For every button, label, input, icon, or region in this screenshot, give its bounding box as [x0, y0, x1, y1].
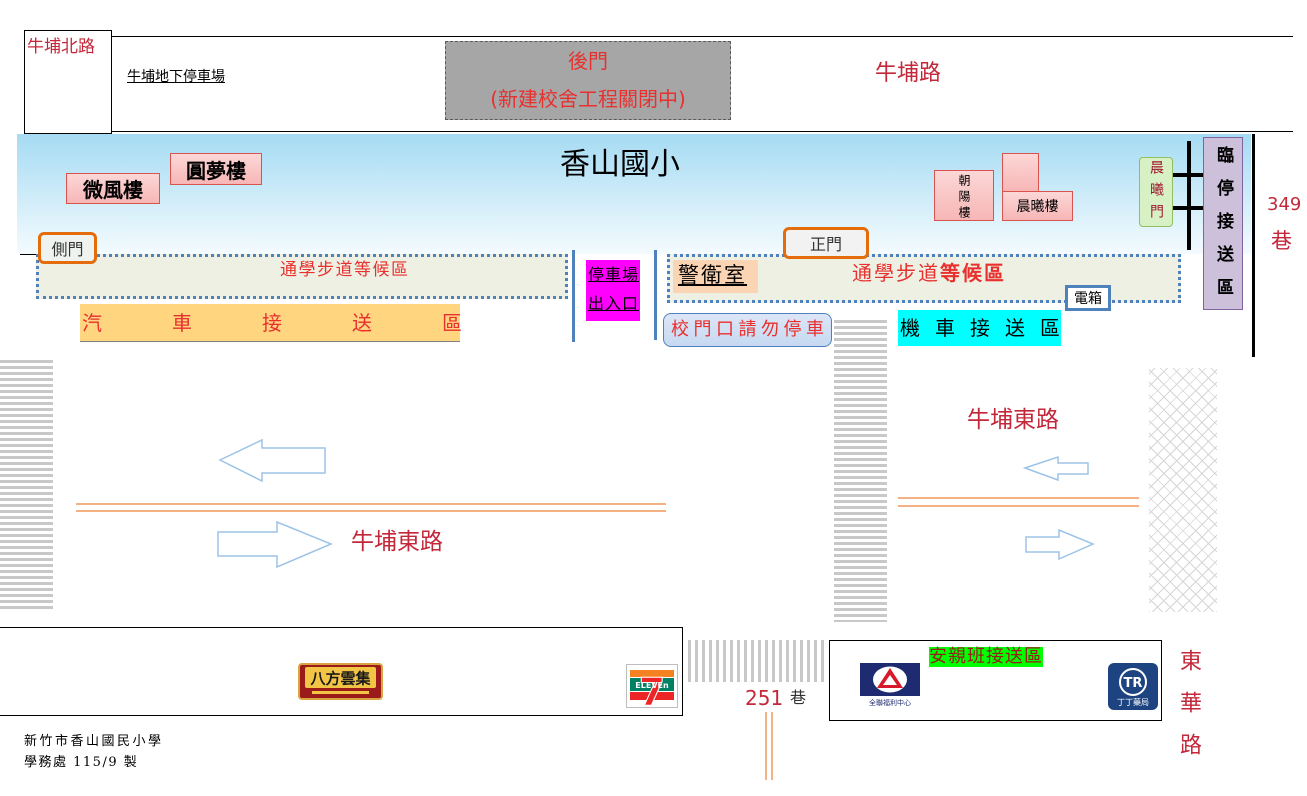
temporary-pickup-zone — [1203, 137, 1243, 310]
parking-entrance — [586, 260, 640, 321]
lane-349-edge — [1252, 134, 1255, 357]
parking-lane-divider-east — [654, 250, 657, 340]
back-gate-closure-note: (新建校舍工程關閉中) — [490, 87, 686, 111]
seven-eleven-logo-text: ELEVEn — [635, 681, 669, 690]
bafang-logo-text: 八方雲集 — [309, 670, 371, 688]
parking-lane-divider-west — [572, 250, 575, 342]
niupu-east-road-label-west: 牛埔東路 — [351, 529, 443, 555]
crosswalk-main-gate — [834, 320, 887, 622]
chenxi-gate-label: 晨曦門 — [1148, 160, 1164, 226]
left-arrow-icon — [1022, 455, 1089, 482]
chenxi-gate — [1139, 157, 1173, 227]
pxmart-logo: 全聯福利中心 — [860, 663, 920, 707]
side-gate-label: 側門 — [51, 240, 84, 259]
seven-eleven-logo-number: 7 — [639, 670, 665, 708]
guard-room-label: 警衛室 — [678, 263, 747, 287]
walkway-east-label: 通學步道等候區 — [852, 263, 1006, 283]
back-gate-title: 後門 — [568, 49, 608, 73]
back-gate-closed — [445, 41, 731, 120]
scooter-pickup-label: 機車接送區 — [900, 316, 1075, 340]
car-pickup-zone — [80, 304, 460, 342]
gate-bar-upper — [1173, 173, 1204, 177]
lane-251-suffix: 巷 — [790, 688, 807, 707]
right-arrow-icon — [1025, 528, 1095, 561]
walkway-east-label-regular: 通學步道 — [852, 261, 940, 285]
crosswalk-west — [0, 360, 53, 612]
shop-block-east — [829, 640, 1162, 721]
building-chenxi: 晨曦樓 — [1002, 191, 1073, 221]
scooter-pickup-zone — [898, 310, 1061, 346]
lane-251-line-west — [765, 712, 767, 780]
building-chenxi-tower — [1002, 153, 1039, 192]
footer-school: 新竹市香山國民小學 — [24, 734, 164, 749]
niupu-north-road-block — [24, 30, 112, 134]
right-arrow-icon — [217, 520, 333, 569]
building-weifeng: 微風樓 — [66, 173, 160, 204]
lane-349-number: 349 — [1267, 194, 1302, 215]
guard-room — [673, 260, 758, 293]
underground-parking-label: 牛埔地下停車場 — [127, 69, 225, 85]
footer-office-date: 學務處 115/9 製 — [24, 755, 139, 770]
center-line-west-lower — [76, 510, 666, 512]
building-chaoyang-label: 朝陽樓 — [957, 174, 971, 222]
walkway-west-label: 通學步道等候區 — [280, 260, 410, 280]
niupu-east-road-label-east: 牛埔東路 — [967, 407, 1059, 433]
left-arrow-icon — [218, 438, 326, 483]
building-weifeng-label: 微風樓 — [83, 178, 143, 202]
crosswalk-lane-251 — [688, 640, 826, 682]
school-name: 香山國小 — [560, 147, 680, 182]
seven-eleven-logo: 7 ELEVEn — [626, 664, 678, 708]
center-line-east-lower — [898, 505, 1139, 507]
tt-pharmacy-logo-text: 丁丁藥局 — [1117, 697, 1149, 707]
niupu-road-bottom-edge — [110, 131, 1293, 132]
tt-pharmacy-logo: TR 丁丁藥局 — [1108, 663, 1158, 710]
center-line-west-upper — [76, 503, 666, 505]
gate-bar-lower — [1173, 206, 1204, 210]
center-line-east-upper — [898, 497, 1139, 499]
lane-251-number: 251 — [745, 686, 784, 710]
building-yuanmeng-label: 圓夢樓 — [186, 158, 246, 183]
tt-pharmacy-logo-mark: TR — [1124, 676, 1143, 691]
parking-entrance-line1: 停車場 — [588, 265, 640, 284]
walkway-waiting-area-west — [36, 254, 568, 299]
pxmart-logo-text: 全聯福利中心 — [869, 698, 911, 707]
lane-251-line-east — [771, 712, 773, 780]
temporary-pickup-label: 臨停接送區 — [1213, 146, 1233, 311]
campus-boundary-line — [20, 254, 38, 255]
parking-entrance-line2: 出入口 — [588, 294, 640, 313]
shop-block-west — [0, 627, 683, 716]
niupu-road-top-edge — [110, 36, 1293, 37]
bafang-dumpling-logo: 八方雲集 — [298, 663, 383, 700]
building-chenxi-label: 晨曦樓 — [1016, 199, 1059, 215]
after-school-pickup-label: 安親班接送區 — [929, 646, 1043, 667]
crosswalk-east-hatched — [1149, 368, 1217, 612]
main-gate: 正門 — [783, 227, 869, 259]
donghua-road-label: 東華路 — [1176, 649, 1201, 775]
gate-post — [1187, 141, 1191, 250]
niupu-north-road-label: 牛埔北路 — [27, 37, 95, 57]
electric-box: 電箱 — [1065, 285, 1111, 311]
no-parking-notice — [663, 313, 832, 347]
main-gate-label: 正門 — [809, 235, 842, 254]
no-parking-notice-label: 校門口請勿停車 — [671, 319, 829, 340]
side-gate: 側門 — [38, 232, 97, 264]
building-chaoyang — [934, 170, 994, 221]
electric-box-label: 電箱 — [1074, 291, 1102, 307]
lane-349-suffix: 巷 — [1271, 229, 1292, 253]
building-yuanmeng: 圓夢樓 — [170, 153, 262, 185]
walkway-east-label-bold: 等候區 — [940, 261, 1006, 285]
niupu-road-label: 牛埔路 — [875, 61, 942, 86]
car-pickup-label: 汽車接送區 — [82, 311, 532, 335]
